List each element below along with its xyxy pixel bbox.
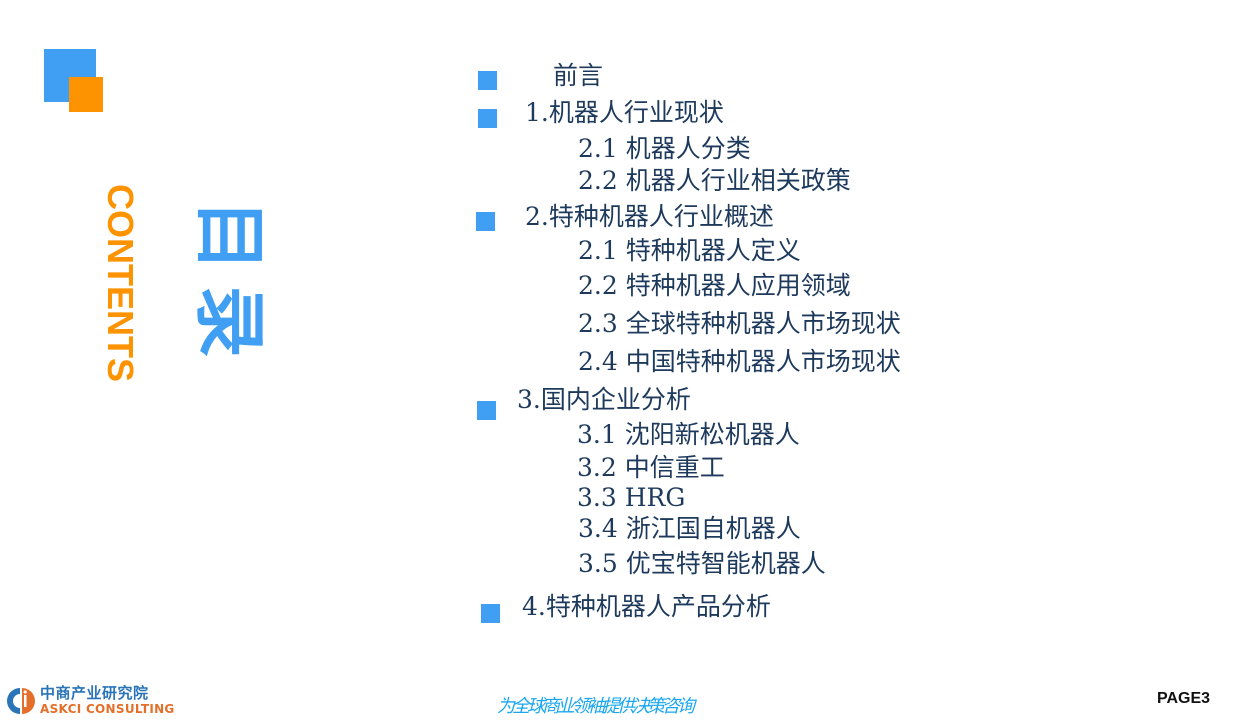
toc-item-subsection[interactable]: 3.2 中信重工 bbox=[577, 453, 725, 482]
toc-item-subsection[interactable]: 3.1 沈阳新松机器人 bbox=[577, 420, 800, 449]
toc-item-subsection[interactable]: 2.4 中国特种机器人市场现状 bbox=[578, 347, 901, 376]
footer-tagline: 为全球商业领袖提供决策咨询 bbox=[497, 696, 695, 717]
logo-english-name: ASKCI CONSULTING bbox=[40, 702, 175, 716]
bullet-icon bbox=[481, 604, 500, 623]
bullet-icon bbox=[477, 401, 496, 420]
toc-item-section-2[interactable]: 2.特种机器人行业概述 bbox=[525, 202, 774, 231]
toc-item-section-3[interactable]: 3.国内企业分析 bbox=[517, 385, 691, 414]
page-number: PAGE3 bbox=[1157, 690, 1211, 707]
decorative-orange-square bbox=[69, 77, 103, 112]
toc-item-section-1[interactable]: 1.机器人行业现状 bbox=[525, 98, 724, 127]
toc-item-subsection[interactable]: 2.1 特种机器人定义 bbox=[578, 236, 801, 265]
title-english: CONTENTS bbox=[96, 170, 144, 395]
bullet-icon bbox=[478, 71, 497, 90]
title-chinese: 目录 bbox=[188, 180, 276, 390]
bullet-icon bbox=[476, 212, 495, 231]
toc-item-subsection[interactable]: 3.3 HRG bbox=[577, 483, 686, 512]
toc-item-subsection[interactable]: 3.4 浙江国自机器人 bbox=[578, 514, 801, 543]
company-logo: 中商产业研究院 ASKCI CONSULTING bbox=[6, 684, 175, 718]
logo-chinese-name: 中商产业研究院 bbox=[40, 684, 149, 702]
toc-item-subsection[interactable]: 3.5 优宝特智能机器人 bbox=[578, 549, 826, 578]
title-chinese-text: 目录 bbox=[187, 198, 272, 372]
toc-item-subsection[interactable]: 2.1 机器人分类 bbox=[578, 134, 751, 163]
bullet-icon bbox=[478, 109, 497, 128]
toc-item-section-4[interactable]: 4.特种机器人产品分析 bbox=[522, 592, 771, 621]
toc-item-subsection[interactable]: 2.2 机器人行业相关政策 bbox=[578, 166, 851, 195]
title-english-text: CONTENTS bbox=[100, 183, 141, 382]
askci-logo-icon bbox=[6, 686, 36, 716]
toc-item-subsection[interactable]: 2.2 特种机器人应用领域 bbox=[578, 271, 851, 300]
toc-item-preface[interactable]: 前言 bbox=[553, 61, 604, 90]
toc-item-subsection[interactable]: 2.3 全球特种机器人市场现状 bbox=[578, 309, 901, 338]
